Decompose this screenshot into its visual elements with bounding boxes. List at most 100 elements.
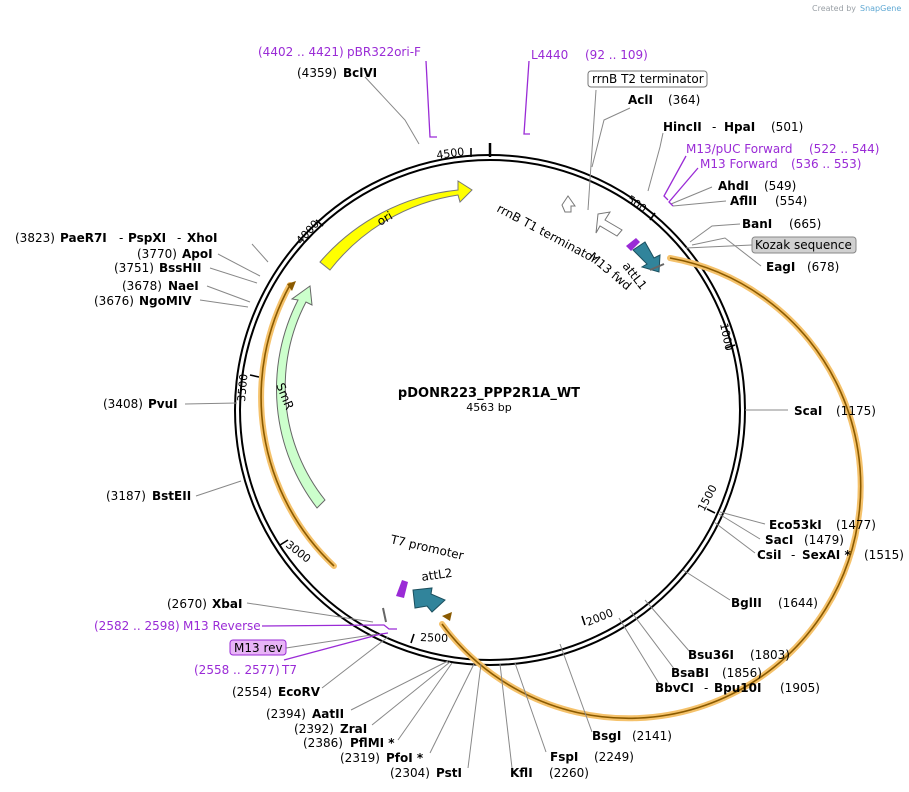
rrnb-t2-terminator-feature[interactable] — [561, 195, 576, 213]
attl2-bar — [382, 607, 387, 623]
leader-bsabi — [629, 609, 676, 671]
attl1-feature[interactable] — [632, 241, 661, 273]
ahdi-name[interactable]: AhdI — [718, 179, 749, 193]
t7-feature[interactable] — [396, 580, 408, 598]
leader-ngomiv — [199, 299, 249, 308]
kfli-name[interactable]: KflI — [510, 766, 533, 780]
bani-name[interactable]: BanI — [742, 217, 772, 231]
tick-label-2500: 2500 — [420, 631, 448, 645]
tick-mark-2000 — [581, 615, 586, 626]
leader-m13puc — [663, 155, 687, 201]
xhoi-name[interactable]: XhoI — [187, 231, 218, 245]
naei-name[interactable]: NaeI — [168, 279, 199, 293]
bsshii-name[interactable]: BssHII — [159, 261, 201, 275]
tick-mark-4000 — [315, 219, 324, 227]
apoi-pos: (3770) — [137, 247, 177, 261]
rrnb-t2-box[interactable] — [587, 70, 708, 88]
psti-name[interactable]: PstI — [436, 766, 462, 780]
bbvci-pos: (1905) — [780, 681, 820, 695]
bbvci-name[interactable]: BbvCI — [655, 681, 694, 695]
pspxi-name[interactable]: PspXI — [128, 231, 166, 245]
eco53ki-pos: (1477) — [836, 518, 876, 532]
bsu36i-name[interactable]: Bsu36I — [688, 648, 734, 662]
ngomiv-name[interactable]: NgoMIV — [139, 294, 192, 308]
hincii-name[interactable]: HincII — [663, 120, 702, 134]
leader-aatii — [350, 660, 449, 711]
tick-label-2000: 2000 — [584, 606, 615, 629]
pfoi-name[interactable]: PfoI * — [386, 751, 424, 765]
plasmid-length: 4563 bp — [466, 401, 511, 414]
eagi-name[interactable]: EagI — [766, 260, 795, 274]
csii-sep: - — [791, 548, 795, 562]
m13-fwd-feature[interactable] — [626, 238, 640, 251]
saci-name[interactable]: SacI — [765, 533, 793, 547]
paer7i-pos: (3823) — [15, 231, 55, 245]
leader-bani — [689, 223, 741, 243]
apoi-name[interactable]: ApoI — [182, 247, 213, 261]
leader-pbr322ori — [425, 60, 437, 138]
bbvci-sep: - — [704, 681, 708, 695]
m13r-name[interactable]: M13 Reverse — [183, 619, 261, 633]
aatii-name[interactable]: AatII — [312, 707, 344, 721]
leader-acli — [591, 107, 631, 168]
acli-pos: (364) — [668, 93, 700, 107]
ori-feature[interactable] — [319, 180, 473, 271]
attl2-label: attL2 — [420, 566, 453, 584]
l4440-name[interactable]: L4440 — [531, 48, 568, 62]
m13-rev-box[interactable] — [229, 639, 287, 656]
rrnb-t2-label: rrnB T2 terminator — [592, 72, 704, 86]
tick-mark-1000 — [725, 344, 736, 349]
l4440-range: (92 .. 109) — [585, 48, 648, 62]
csii-name[interactable]: CsiI — [757, 548, 782, 562]
scai-name[interactable]: ScaI — [794, 404, 822, 418]
pvui-name[interactable]: PvuI — [148, 397, 178, 411]
hpai-name[interactable]: HpaI — [724, 120, 755, 134]
paer7i-sep1: - — [119, 231, 123, 245]
smr-feature[interactable] — [275, 285, 326, 509]
naei-pos: (3678) — [122, 279, 162, 293]
kfli-pos: (2260) — [549, 766, 589, 780]
eco53ki-name[interactable]: Eco53kI — [769, 518, 822, 532]
orf-arrow-right — [442, 612, 452, 621]
leader-bsshii — [209, 267, 258, 284]
ecorv-name[interactable]: EcoRV — [278, 685, 321, 699]
xbai-pos: (2670) — [167, 597, 207, 611]
rrnb-t1-terminator-feature[interactable] — [595, 211, 623, 237]
leader-t7 — [283, 632, 389, 661]
pfoi-pos: (2319) — [340, 751, 380, 765]
plasmid-title: pDONR223_PPP2R1A_WT — [398, 386, 580, 401]
pflmi-name[interactable]: PflMI * — [350, 736, 395, 750]
kozak-box[interactable] — [751, 236, 857, 254]
bsteii-name[interactable]: BstEII — [152, 489, 191, 503]
ori-label: ori — [375, 209, 396, 229]
hincii-sep: - — [712, 120, 716, 134]
m13puc-name[interactable]: M13/pUC Forward — [686, 142, 793, 156]
rrnb-t1-label: rrnB T1 terminator — [495, 201, 600, 266]
ngomiv-pos: (3676) — [94, 294, 134, 308]
bglii-pos: (1644) — [778, 596, 818, 610]
attl1-bar — [649, 263, 665, 271]
attl2-feature[interactable] — [412, 587, 446, 613]
pbr322ori-name[interactable]: pBR322ori-F — [347, 45, 421, 59]
xbai-name[interactable]: XbaI — [212, 597, 242, 611]
credit-text: Created by — [812, 4, 856, 13]
paer7i-name[interactable]: PaeR7I — [60, 231, 107, 245]
sexai-name[interactable]: SexAI * — [802, 548, 851, 562]
bclvi-name[interactable]: BclVI — [343, 66, 377, 80]
bsabi-name[interactable]: BsaBI — [671, 666, 709, 680]
t7-name[interactable]: T7 — [281, 663, 297, 677]
leader-rrnb-t2 — [587, 89, 597, 211]
bsgi-name[interactable]: BsgI — [592, 729, 621, 743]
m13f-name[interactable]: M13 Forward — [700, 157, 778, 171]
bpu10i-name[interactable]: Bpu10I — [714, 681, 761, 695]
leader-bclvi — [364, 76, 420, 145]
bglii-name[interactable]: BglII — [731, 596, 762, 610]
aflii-name[interactable]: AflII — [730, 194, 757, 208]
hincii-pos: (501) — [771, 120, 803, 134]
aflii-pos: (554) — [775, 194, 807, 208]
leader-m13f — [668, 167, 699, 207]
zrai-name[interactable]: ZraI — [340, 722, 367, 736]
acli-name[interactable]: AclI — [628, 93, 653, 107]
fspi-name[interactable]: FspI — [550, 750, 578, 764]
leader-l4440 — [523, 60, 530, 135]
